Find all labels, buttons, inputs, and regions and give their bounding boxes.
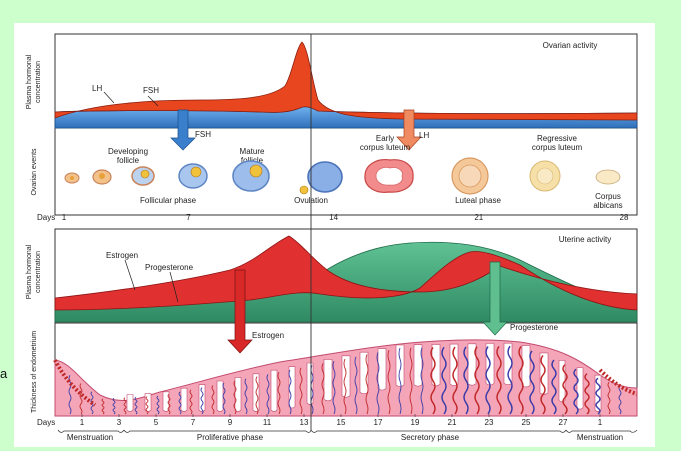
uterine-day-tick: 23 [485,418,494,427]
gland [432,344,440,386]
regressive-cl-label-line1: Regressive [537,134,578,143]
estrogen-arrow-label: Estrogen [252,331,284,340]
corpus-albicans-label-line2: albicans [593,201,622,210]
fsh-arrow-label: FSH [195,130,211,139]
ovarian-day-tick: 21 [474,213,483,222]
uterine-day-tick: 9 [228,418,233,427]
uterine-hormone-axis-line1: Plasma hormonal [26,244,33,299]
secretory-phase-label: Secretory phase [401,433,460,442]
regressive-cl-label-line2: corpus luteum [532,143,583,152]
gland [271,370,277,411]
uterine-day-tick: 13 [300,418,309,427]
gland [217,381,223,412]
developing-follicle-label-line1: Developing [108,147,148,156]
gland [324,359,332,401]
ovarian-day-tick: 7 [186,213,191,222]
luteal-phase-label: Luteal phase [455,196,501,205]
follicular-phase-label: Follicular phase [140,196,197,205]
uterine-day-tick: 11 [263,418,272,427]
gland [360,352,368,394]
estrogen-label: Estrogen [106,251,138,260]
gland [577,368,583,410]
ovarian-days-label: Days [37,213,55,222]
uterine-day-tick: 1 [598,418,603,427]
ovarian-events-axis: Ovarian events [31,148,38,196]
ovarian-day-tick: 28 [620,213,629,222]
gland [235,377,241,411]
uterine-day-tick: 7 [191,418,196,427]
proliferative-phase-label: Proliferative phase [197,433,264,442]
early-cl-label-line1: Early [376,134,394,143]
uterine-panel-title: Uterine activity [559,235,611,244]
uterine-day-tick: 19 [411,418,420,427]
fsh-label: FSH [143,86,159,95]
ovarian-hormone-axis-line1: Plasma hormonal [26,54,33,109]
uterine-day-tick: 3 [117,418,122,427]
early-cl-label-line2: corpus luteum [360,143,411,152]
endometrium-axis: Thickness of endometrium [31,331,38,413]
gland [199,385,205,412]
ovarian-hormone-axis-line2: concentration [35,61,42,103]
lh-arrow-label: LH [419,131,429,140]
ovarian-panel-title: Ovarian activity [543,41,598,50]
ovarian-day-tick: 1 [62,213,67,222]
uterine-day-tick: 21 [448,418,457,427]
uterine-day-tick: 27 [559,418,568,427]
gland [181,388,187,411]
menstruation-end-label: Menstruation [577,433,623,442]
ovarian-day-tick: 14 [329,213,338,222]
uterine-day-tick: 1 [80,418,85,427]
lh-label: LH [92,84,102,93]
menstruation-start-label: Menstruation [67,433,113,442]
gland [127,395,133,412]
mature-follicle-label-line1: Mature [240,147,265,156]
uterine-day-tick: 15 [337,418,346,427]
uterine-days-label: Days [37,418,55,427]
uterine-day-tick: 17 [374,418,383,427]
corpus-albicans-label-line1: Corpus [595,192,621,201]
uterine-hormone-axis-line2: concentration [35,251,42,293]
uterine-day-tick: 25 [522,418,531,427]
developing-follicle-label-line2: follicle [117,156,140,165]
gland [289,367,295,409]
progesterone-arrow-label: Progesterone [510,323,559,332]
progesterone-label: Progesterone [145,263,194,272]
uterine-day-tick: 5 [154,418,159,427]
